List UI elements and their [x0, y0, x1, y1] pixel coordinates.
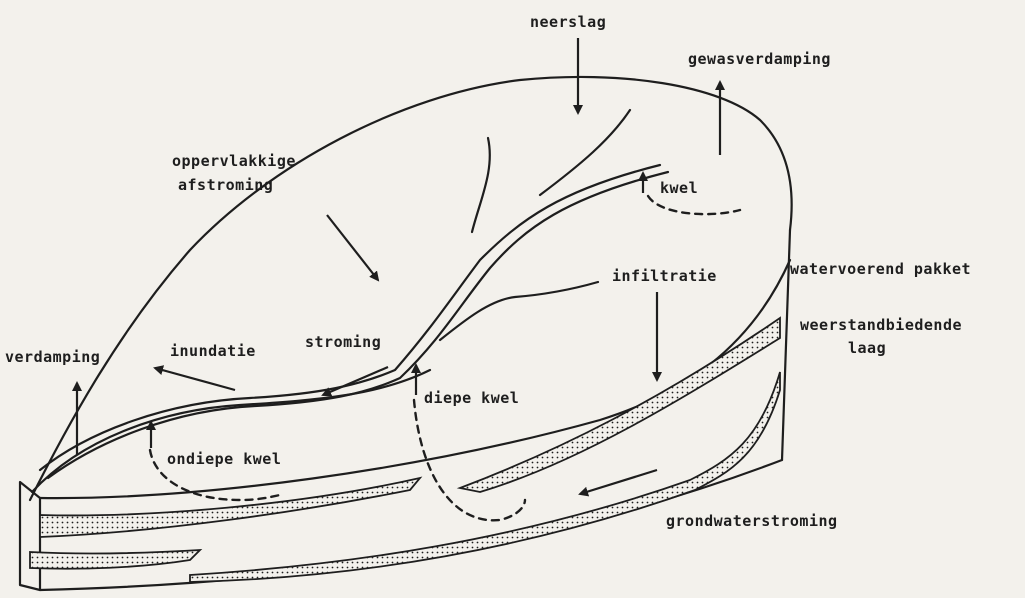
label-diepe-kwel: diepe kwel [424, 389, 519, 407]
tributary-1 [472, 138, 490, 232]
label-grondwaterstroming: grondwaterstroming [666, 512, 838, 530]
tributary-3 [440, 282, 598, 340]
label-neerslag: neerslag [530, 13, 606, 31]
resistant-layer-1 [40, 478, 420, 537]
stream-flow-arrow [323, 367, 388, 395]
label-laag: laag [848, 339, 886, 357]
river-channel-right [48, 172, 668, 478]
river-channel-left [40, 165, 660, 470]
surface-runoff-arrow [327, 215, 378, 280]
inundation-arrow [155, 368, 235, 390]
label-verdamping: verdamping [5, 348, 100, 366]
label-kwel: kwel [660, 179, 698, 197]
groundwater-flow-arrow [580, 470, 657, 494]
label-afstroming: afstroming [178, 176, 273, 194]
label-oppervlakkige: oppervlakkige [172, 152, 296, 170]
landscape-surface-outline [30, 77, 792, 500]
tributary-2 [540, 110, 630, 195]
kwel-dashed-path [648, 196, 740, 214]
label-gewasverdamping: gewasverdamping [688, 50, 831, 68]
label-weerstandbiedende: weerstandbiedende [800, 316, 962, 334]
resistant-layer-3 [30, 550, 200, 569]
label-watervoerend-pakket: watervoerend pakket [790, 260, 971, 278]
label-stroming: stroming [305, 333, 381, 351]
label-ondiepe-kwel: ondiepe kwel [167, 450, 281, 468]
label-inundatie: inundatie [170, 342, 256, 360]
label-infiltratie: infiltratie [612, 267, 717, 285]
